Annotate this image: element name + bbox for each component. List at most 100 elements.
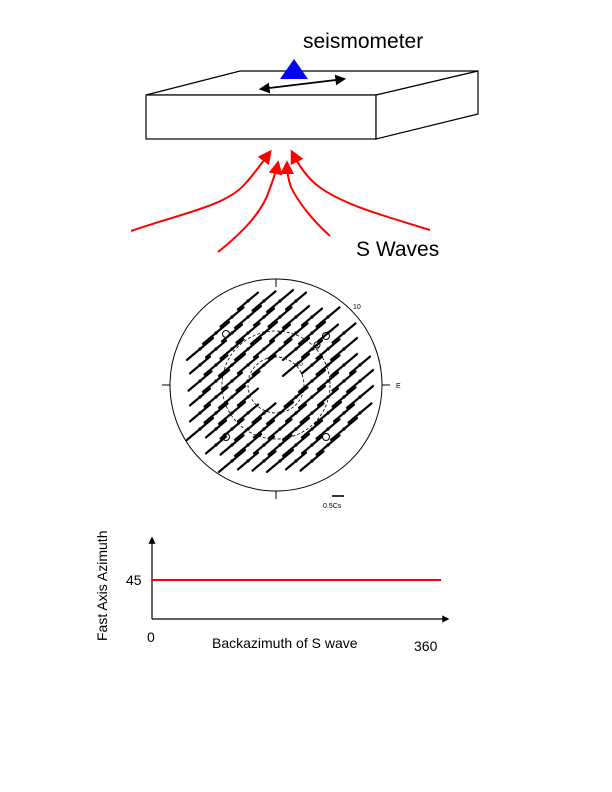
station-dot xyxy=(214,395,218,399)
station-dot xyxy=(342,379,346,383)
station-dot xyxy=(310,411,314,415)
wave-ray-3 xyxy=(280,160,331,237)
station-dot xyxy=(230,379,234,383)
station-dot xyxy=(230,395,234,399)
station-dot xyxy=(230,363,234,367)
station-dot xyxy=(262,331,266,335)
station-dot xyxy=(278,427,282,431)
station-dot xyxy=(294,363,298,367)
station-dot xyxy=(230,347,234,351)
station-dot xyxy=(358,395,362,399)
crust-block xyxy=(145,70,479,140)
station-dot xyxy=(358,411,362,415)
station-dot xyxy=(246,459,250,463)
station-dot xyxy=(326,395,330,399)
y-axis-label: Fast Axis Azimuth xyxy=(94,531,110,641)
polar-mid-circle xyxy=(221,330,331,440)
station-dot xyxy=(278,443,282,447)
null-marker xyxy=(313,341,321,349)
block-front-face xyxy=(145,94,377,140)
x-tick-label-0: 0 xyxy=(147,629,155,645)
station-dot xyxy=(342,331,346,335)
station-dot xyxy=(278,331,282,335)
wave-ray-1 xyxy=(130,149,272,232)
station-dot xyxy=(294,395,298,399)
station-dot xyxy=(214,347,218,351)
fast-axis-plot: 45 0 360 Backazimuth of S wave Fast Axis… xyxy=(94,531,450,654)
station-dot xyxy=(310,459,314,463)
station-dot xyxy=(246,331,250,335)
station-dot xyxy=(214,427,218,431)
station-dot xyxy=(342,363,346,367)
null-marker xyxy=(222,433,230,441)
station-dot xyxy=(214,379,218,383)
station-dot xyxy=(230,459,234,463)
station-dot xyxy=(278,315,282,319)
station-dot xyxy=(358,363,362,367)
station-dot xyxy=(278,299,282,303)
station-dot xyxy=(262,299,266,303)
station-dot xyxy=(262,427,266,431)
station-dot xyxy=(230,427,234,431)
station-dot xyxy=(214,363,218,367)
station-dot xyxy=(246,299,250,303)
null-marker xyxy=(222,330,230,338)
station-dot xyxy=(262,315,266,319)
station-dot xyxy=(246,379,250,383)
station-dot xyxy=(198,379,202,383)
station-dot xyxy=(214,411,218,415)
null-marker xyxy=(322,433,330,441)
wave-ray-2 xyxy=(217,160,283,253)
station-dot xyxy=(326,411,330,415)
station-dot xyxy=(198,363,202,367)
station-dot xyxy=(310,443,314,447)
station-dot xyxy=(294,427,298,431)
ring-label-mid: 10 xyxy=(312,346,319,352)
station-dot xyxy=(310,427,314,431)
station-dot xyxy=(294,331,298,335)
block-side-face xyxy=(375,70,479,140)
station-dot xyxy=(262,443,266,447)
station-dot xyxy=(198,347,202,351)
station-dot xyxy=(246,363,250,367)
station-dot xyxy=(326,443,330,447)
polar-plot: 10 10 10 E 0.5Cs xyxy=(162,278,401,510)
station-dot xyxy=(262,459,266,463)
station-dot xyxy=(198,427,202,431)
x-axis-label: Backazimuth of S wave xyxy=(212,635,358,651)
wave-ray-4 xyxy=(290,149,431,231)
station-dot xyxy=(262,363,266,367)
station-dot xyxy=(326,363,330,367)
station-dot xyxy=(198,411,202,415)
station-dot xyxy=(294,411,298,415)
station-dot xyxy=(246,347,250,351)
station-dot xyxy=(310,347,314,351)
station-dot xyxy=(342,347,346,351)
station-dot xyxy=(310,363,314,367)
station-dot xyxy=(294,299,298,303)
station-dot xyxy=(246,443,250,447)
station-dot xyxy=(294,459,298,463)
station-dot xyxy=(262,347,266,351)
station-dot xyxy=(310,331,314,335)
station-dot xyxy=(342,427,346,431)
station-dot xyxy=(310,379,314,383)
station-dot xyxy=(278,411,282,415)
station-dot xyxy=(214,331,218,335)
ring-label-outer: 10 xyxy=(353,304,361,311)
ring-label-inner: 10 xyxy=(296,362,303,368)
station-dot xyxy=(278,347,282,351)
station-dot xyxy=(342,411,346,415)
station-dot xyxy=(326,379,330,383)
station-dot xyxy=(326,427,330,431)
polar-outer-circle xyxy=(169,278,383,492)
east-label: E xyxy=(396,383,401,390)
station-dot xyxy=(246,395,250,399)
x-tick-label-360: 360 xyxy=(414,638,438,654)
polar-inner-circle xyxy=(247,356,305,414)
station-dot xyxy=(214,443,218,447)
station-dot xyxy=(294,347,298,351)
station-dot xyxy=(294,443,298,447)
station-dot xyxy=(310,315,314,319)
splitting-bars xyxy=(185,289,375,473)
